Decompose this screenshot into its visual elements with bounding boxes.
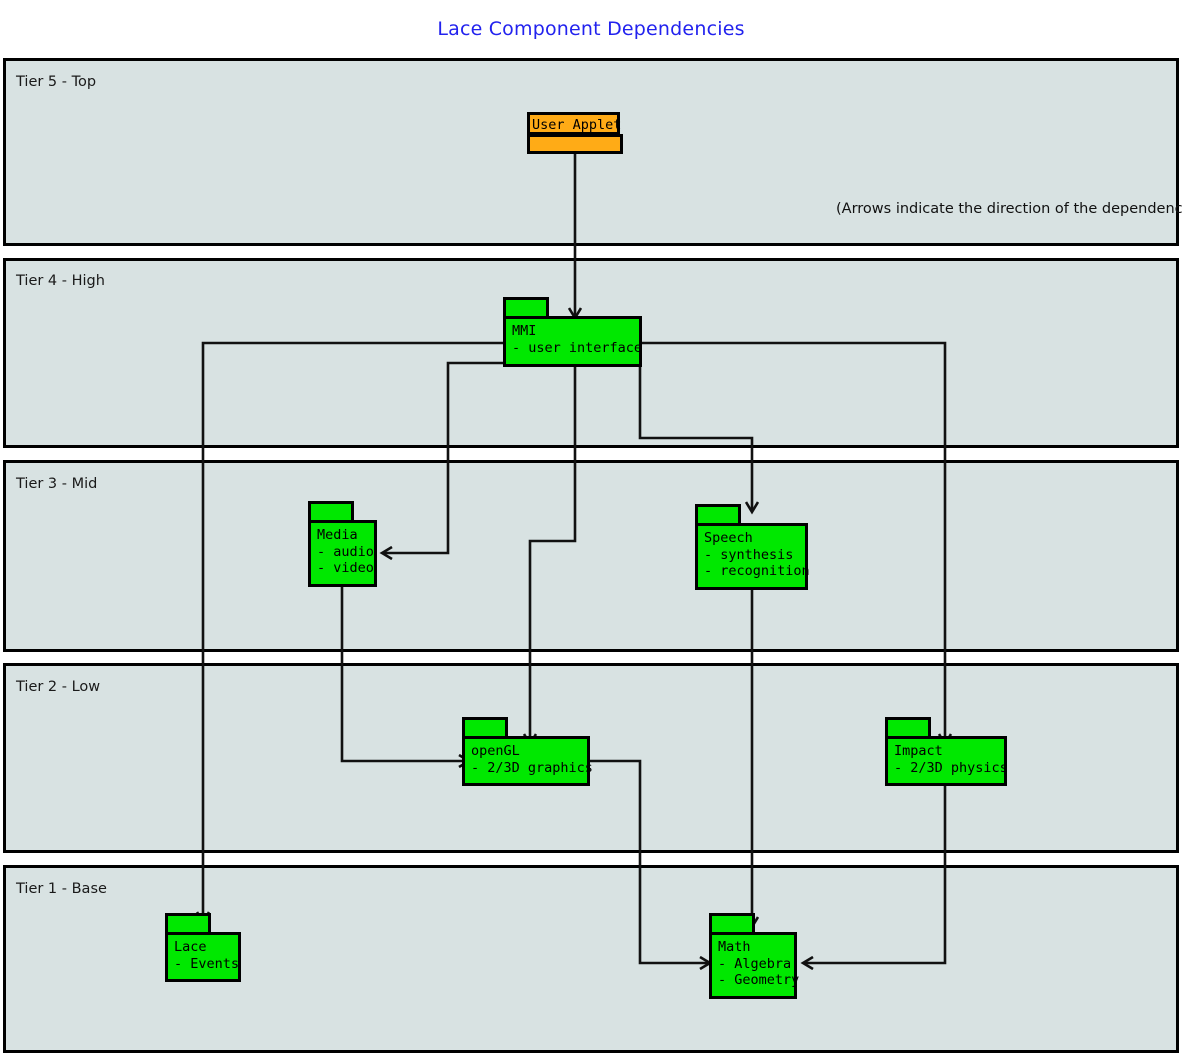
tier-label-top: Tier 5 - Top <box>16 74 97 90</box>
component-mmi[interactable]: MMI - user interface <box>503 297 642 367</box>
component-lace[interactable]: Lace - Events <box>165 913 241 982</box>
component-user-applet[interactable]: User Applet <box>527 112 623 154</box>
tier-label-mid: Tier 3 - Mid <box>16 476 98 492</box>
component-math-label: Math - Algebra - Geometry <box>709 932 799 999</box>
component-impact-label: Impact - 2/3D physics <box>885 736 1008 786</box>
component-opengl[interactable]: openGL - 2/3D graphics <box>462 717 593 786</box>
component-user-applet-body <box>527 134 623 154</box>
legend-note: (Arrows indicate the direction of the de… <box>836 201 1182 217</box>
component-impact[interactable]: Impact - 2/3D physics <box>885 717 1008 786</box>
tier-label-low: Tier 2 - Low <box>16 679 101 695</box>
component-media-label: Media - audio - video <box>308 520 377 587</box>
component-lace-label: Lace - Events <box>165 932 241 982</box>
page-title: Lace Component Dependencies <box>437 18 745 40</box>
component-mmi-label: MMI - user interface <box>503 316 642 367</box>
component-math[interactable]: Math - Algebra - Geometry <box>709 913 799 999</box>
tier-label-base: Tier 1 - Base <box>16 881 107 897</box>
component-speech[interactable]: Speech - synthesis - recognition <box>695 504 810 590</box>
component-media[interactable]: Media - audio - video <box>308 501 377 587</box>
component-user-applet-label: User Applet <box>527 112 621 135</box>
component-opengl-label: openGL - 2/3D graphics <box>462 736 593 786</box>
tier-container-mid <box>3 460 1179 652</box>
component-speech-label: Speech - synthesis - recognition <box>695 523 810 590</box>
tier-label-high: Tier 4 - High <box>16 273 105 289</box>
